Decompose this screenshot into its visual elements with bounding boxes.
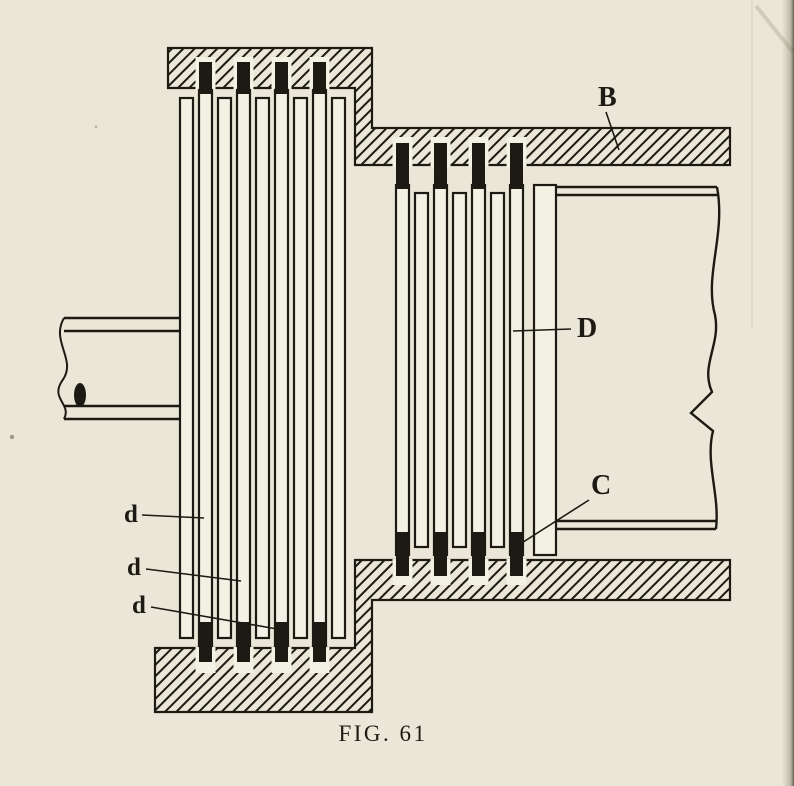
label-plate-d2: d [127,554,141,581]
clutch-plate-outer [235,88,252,648]
plate-lug [199,62,212,94]
clutch-plate-inner [413,191,430,549]
label-plate-d1: d [124,501,138,528]
plate-lug [472,532,485,576]
leader-line-d-drum [512,328,572,332]
label-drum-d: D [577,313,597,344]
plate-lug [237,622,250,662]
drum-end-plate [532,183,558,557]
paper-speck [9,434,15,440]
clutch-plate-outer [470,183,487,557]
plate-lug [313,622,326,662]
plate-lug [472,143,485,189]
plate-lug [275,622,288,662]
figure-labels: B D C d d d [124,82,617,619]
plate-lug [313,62,326,94]
clutch-plate-inner [216,96,233,640]
page-artifacts [9,0,794,786]
plate-lug [434,143,447,189]
clutch-plate-inner [178,96,195,640]
paper-speck [94,125,98,129]
leader-lines [141,111,620,630]
label-housing-b: B [598,82,617,113]
leader-line-d3 [150,606,278,630]
leader-line-b [605,111,620,151]
label-lug-c: C [591,470,611,501]
clutch-plate-inner [451,191,468,549]
left-shaft [57,316,181,421]
clutch-plate-inner [330,96,347,640]
left-plate-pack [178,88,347,648]
clutch-plate-outer [273,88,290,648]
plate-lug [237,62,250,94]
plate-lug [199,622,212,662]
plate-lug [396,532,409,576]
housing-hatching [153,46,732,714]
plate-lug [275,62,288,94]
plate-lug [434,532,447,576]
plate-lugs [199,62,523,662]
plate-lug [396,143,409,189]
label-plate-d3: d [132,592,146,619]
clutch-plate-inner [254,96,271,640]
clutch-plate-inner [489,191,506,549]
inner-drum [556,185,721,531]
page-edge-shadow [782,0,794,786]
leader-line-c [516,499,590,547]
ink-blob [74,383,86,407]
right-plate-pack [394,183,558,557]
plate-lug [510,143,523,189]
clutch-plate-outer [311,88,328,648]
leader-line-d2 [145,568,242,582]
drum-break-line [689,186,721,530]
housing-bottom-section [153,558,732,714]
clutch-plate-outer [508,183,525,557]
housing-top-section [166,46,732,167]
plate-lug [510,532,523,576]
clutch-plate-outer [197,88,214,648]
clutch-plate-outer [432,183,449,557]
shaft-break-line [57,317,69,420]
clutch-plate-outer [394,183,411,557]
clutch-plate-inner [292,96,309,640]
figure-caption: FIG. 61 [338,721,427,746]
leader-line-d1 [141,514,205,519]
